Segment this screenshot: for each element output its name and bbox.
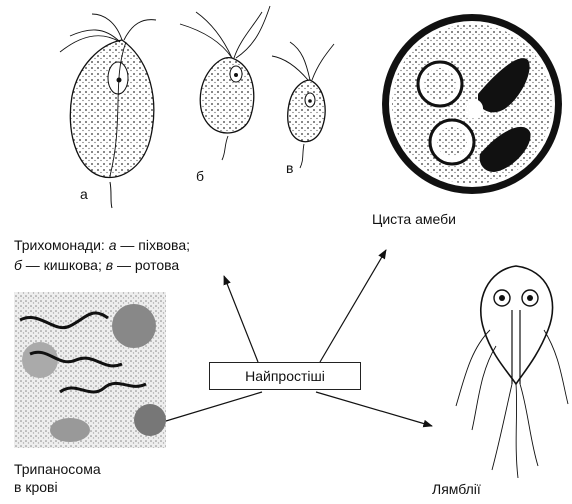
arrow-to-giardia [315, 391, 433, 428]
arrow-to-trypanosoma [155, 391, 263, 426]
trypanosoma-blood-icon [14, 292, 166, 448]
arrow-to-amoeba [319, 249, 387, 363]
trichomonas-caption-line1: Трихомонади: а — піхвова; [14, 236, 190, 254]
amoeba-cyst-icon [382, 14, 562, 194]
trichomonas-vaginal-icon [59, 13, 157, 209]
giardia-caption: Лямблії [432, 481, 481, 497]
trichomonas-caption-v: в [105, 257, 114, 273]
center-node: Найпростіші [209, 362, 361, 390]
arrow-to-trichomonas [223, 275, 259, 363]
trypanosoma-caption-line2: в крові [14, 479, 58, 495]
trichomonas-b-label: б [196, 168, 205, 184]
trichomonas-v-label: в [286, 160, 294, 176]
trichomonas-oral-icon [271, 41, 335, 169]
trichomonas-caption-line2: б — кишкова; в — ротова [14, 256, 179, 274]
trichomonas-intestinal-icon [179, 5, 271, 161]
trichomonas-a-label: а [80, 186, 88, 202]
giardia-icon [455, 265, 569, 479]
trichomonas-caption-vaginal: — піхвова; [116, 237, 190, 253]
center-label: Найпростіші [245, 368, 325, 384]
trichomonas-caption-a: а [108, 237, 117, 253]
amoeba-caption: Циста амеби [372, 211, 456, 227]
trichomonas-caption-prefix: Трихомонади: [14, 237, 109, 253]
trichomonas-caption-oral: — ротова [113, 257, 180, 273]
trichomonas-caption-b: б [14, 257, 22, 273]
trypanosoma-caption-line1: Трипаносома [14, 461, 101, 477]
trichomonas-caption-intestinal: — кишкова; [21, 257, 106, 273]
